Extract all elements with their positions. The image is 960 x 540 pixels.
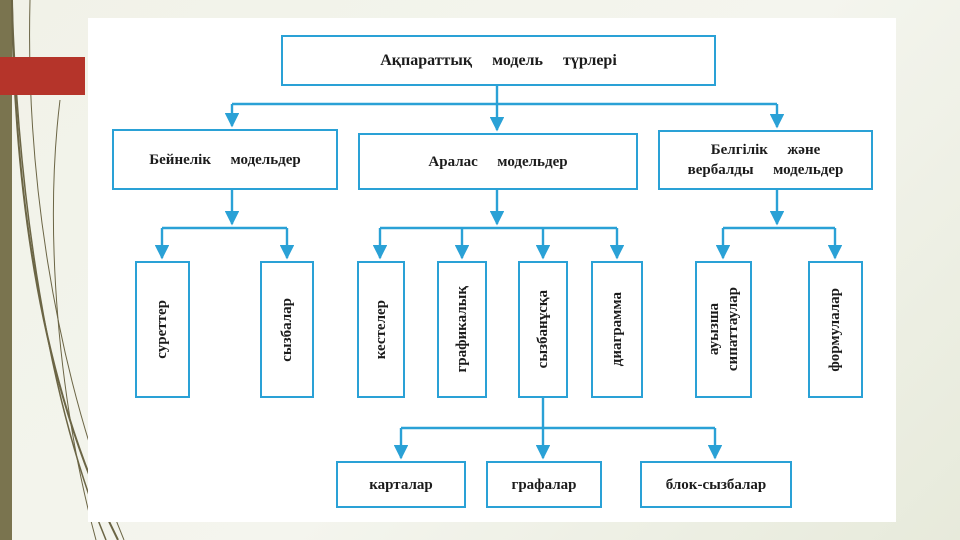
item-graphs-label: графалар — [511, 476, 577, 493]
item-drawings-label: сызбалар — [278, 297, 295, 362]
accent-bar — [0, 57, 85, 95]
category-mixed-label: Аралас модельдер — [428, 153, 568, 170]
item-diagrams-label: диаграмма — [608, 292, 625, 367]
item-graphs: графалар — [486, 461, 602, 508]
root-label: Ақпараттық модель түрлері — [380, 51, 617, 69]
item-schemes: сызбанұсқа — [518, 261, 568, 398]
category-visual: Бейнелік модельдер — [112, 129, 338, 190]
item-formulas-label: формулалар — [827, 287, 843, 372]
root-node: Ақпараттық модель түрлері — [281, 35, 716, 86]
item-pictures-label: суреттер — [154, 300, 170, 359]
item-maps-label: карталар — [369, 476, 433, 493]
item-formulas: формулалар — [808, 261, 863, 398]
category-visual-label: Бейнелік модельдер — [149, 151, 301, 168]
item-oral-descriptions-label: ауызша сипаттаулар — [705, 287, 741, 372]
item-diagrams: диаграмма — [591, 261, 643, 398]
category-symbolic-label: Белгілік және вербалды модельдер — [687, 142, 844, 178]
item-graphical-label: графикалық — [453, 286, 470, 373]
category-symbolic: Белгілік және вербалды модельдер — [658, 130, 873, 190]
item-tables: кестелер — [357, 261, 405, 398]
item-oral-descriptions: ауызша сипаттаулар — [695, 261, 752, 398]
diagram-panel — [88, 18, 896, 522]
item-schemes-label: сызбанұсқа — [534, 290, 551, 369]
item-flowcharts: блок-сызбалар — [640, 461, 792, 508]
item-graphical: графикалық — [437, 261, 487, 398]
item-drawings: сызбалар — [260, 261, 314, 398]
category-mixed: Аралас модельдер — [358, 133, 638, 190]
item-flowcharts-label: блок-сызбалар — [665, 476, 767, 493]
item-maps: карталар — [336, 461, 466, 508]
item-pictures: суреттер — [135, 261, 190, 398]
item-tables-label: кестелер — [372, 299, 389, 360]
